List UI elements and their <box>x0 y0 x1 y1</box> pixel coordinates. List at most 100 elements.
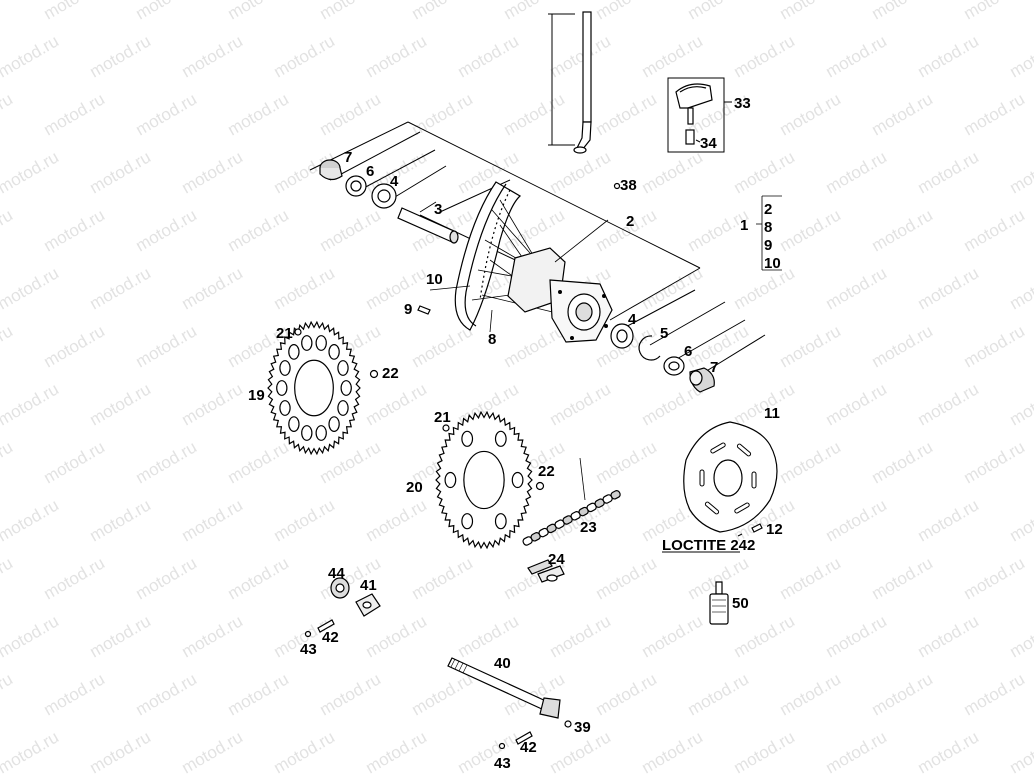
callout-6: 6 <box>366 163 374 180</box>
watermark-text: motod.ru <box>224 669 292 719</box>
watermark-text: motod.ru <box>270 727 338 776</box>
callout-9: 9 <box>404 301 412 318</box>
callout-7: 7 <box>344 149 352 166</box>
rim-lock-group <box>667 77 732 153</box>
watermark-text: motod.ru <box>914 147 982 197</box>
watermark-text: motod.ru <box>730 147 798 197</box>
watermark-text: motod.ru <box>454 31 522 81</box>
watermark-text: motod.ru <box>132 89 200 139</box>
callout-40: 40 <box>494 655 511 672</box>
callout-43: 43 <box>300 641 317 658</box>
watermark-text: motod.ru <box>132 437 200 487</box>
watermark-text: motod.ru <box>776 89 844 139</box>
loctite-label: LOCTITE 242 <box>662 537 755 554</box>
group-item-9: 9 <box>764 237 772 254</box>
watermark-text: motod.ru <box>178 611 246 661</box>
callout-21: 21 <box>276 325 293 342</box>
watermark-text: motod.ru <box>40 437 108 487</box>
watermark-text: motod.ru <box>0 263 62 313</box>
watermark-text: motod.ru <box>1006 147 1034 197</box>
callout-21b: 21 <box>434 409 451 426</box>
watermark-text: motod.ru <box>454 611 522 661</box>
adjuster-bolt-right <box>498 731 533 750</box>
callout-19: 19 <box>248 387 265 404</box>
sprocket-hole <box>337 400 349 416</box>
sprocket-hole <box>301 425 313 441</box>
watermark-text: motod.ru <box>960 321 1028 371</box>
watermark-text: motod.ru <box>914 263 982 313</box>
spoke-wrench-rod <box>548 11 592 154</box>
sprocket-hole <box>315 425 327 441</box>
group-item-2: 2 <box>764 201 772 218</box>
watermark-text: motod.ru <box>178 147 246 197</box>
rear-sprocket-19 <box>267 320 361 456</box>
watermark-text: motod.ru <box>132 0 200 23</box>
watermark-text: motod.ru <box>730 727 798 776</box>
watermark-text: motod.ru <box>638 727 706 776</box>
watermark-text: motod.ru <box>86 611 154 661</box>
watermark-text: motod.ru <box>960 0 1028 23</box>
callout-10: 10 <box>426 271 443 288</box>
watermark-text: motod.ru <box>776 669 844 719</box>
loctite-bottle <box>709 581 729 625</box>
watermark-text: motod.ru <box>638 147 706 197</box>
brake-disc <box>683 421 778 533</box>
chain-master-link <box>527 559 565 583</box>
adjuster-bolt-left <box>304 619 335 638</box>
sprocket-hole <box>494 513 507 530</box>
callout-3: 3 <box>434 201 442 218</box>
group-item-8: 8 <box>764 219 772 236</box>
watermark-text: motod.ru <box>822 379 890 429</box>
watermark-text: motod.ru <box>40 205 108 255</box>
watermark-text: motod.ru <box>0 669 16 719</box>
watermark-text: motod.ru <box>132 321 200 371</box>
callout-24: 24 <box>548 551 565 568</box>
watermark-text: motod.ru <box>1006 31 1034 81</box>
watermark-text: motod.ru <box>546 379 614 429</box>
rear-wheel <box>454 181 613 343</box>
watermark-text: motod.ru <box>316 89 384 139</box>
watermark-text: motod.ru <box>86 263 154 313</box>
callout-6b: 6 <box>684 343 692 360</box>
sprocket-hole <box>511 471 524 489</box>
watermark-text: motod.ru <box>132 669 200 719</box>
watermark-text: motod.ru <box>546 147 614 197</box>
disc-bolt-12 <box>737 523 763 537</box>
sprocket-hole <box>315 335 327 351</box>
sprocket-hole <box>337 360 349 376</box>
watermark-text: motod.ru <box>0 31 62 81</box>
watermark-text: motod.ru <box>86 379 154 429</box>
callout-4: 4 <box>390 173 399 190</box>
callout-7b: 7 <box>710 359 718 376</box>
watermark-text: motod.ru <box>40 553 108 603</box>
watermark-text: motod.ru <box>592 437 660 487</box>
watermark-text: motod.ru <box>86 495 154 545</box>
sprocket-center <box>294 359 334 417</box>
watermark-text: motod.ru <box>868 669 936 719</box>
callout-labels: 7 6 4 3 2 10 9 8 4 5 6 7 38 33 34 1 2 8 … <box>248 95 783 772</box>
watermark-text: motod.ru <box>408 89 476 139</box>
callout-20: 20 <box>406 479 423 496</box>
nipple-screw <box>417 305 431 315</box>
sprocket-hole <box>301 335 313 351</box>
watermark-text: motod.ru <box>178 727 246 776</box>
sprocket-hole <box>461 513 474 530</box>
watermark-text: motod.ru <box>914 31 982 81</box>
callout-44: 44 <box>328 565 345 582</box>
watermark-text: motod.ru <box>0 553 16 603</box>
sprocket-center <box>463 450 505 510</box>
watermark-text: motod.ru <box>822 31 890 81</box>
callout-2: 2 <box>626 213 634 230</box>
watermark-text: motod.ru <box>868 321 936 371</box>
watermark-text: motod.ru <box>408 553 476 603</box>
callout-12: 12 <box>766 521 783 538</box>
callout-43b: 43 <box>494 755 511 772</box>
watermark-text: motod.ru <box>178 263 246 313</box>
watermark-text: motod.ru <box>592 0 660 23</box>
watermark-text: motod.ru <box>914 379 982 429</box>
watermark-text: motod.ru <box>40 0 108 23</box>
callout-38: 38 <box>620 177 637 194</box>
sprocket-hole <box>328 344 340 360</box>
watermark-text: motod.ru <box>224 437 292 487</box>
sprocket-hole <box>444 471 457 489</box>
